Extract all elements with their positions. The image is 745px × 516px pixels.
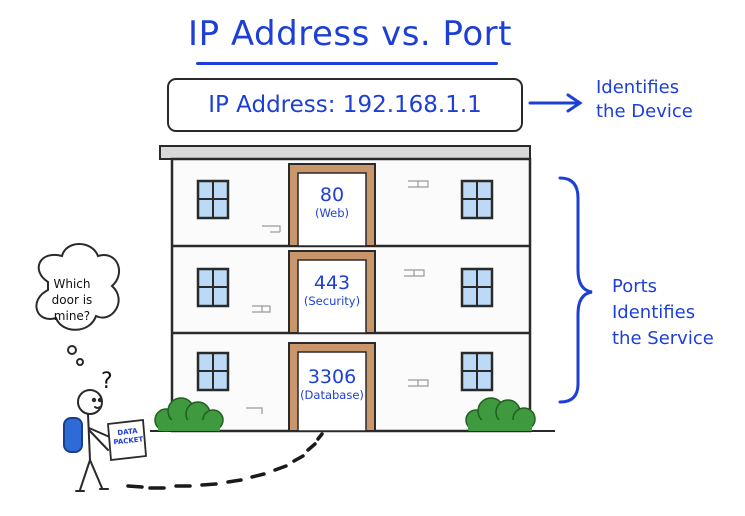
page-title: IP Address vs. Port xyxy=(188,14,512,54)
window-left-1 xyxy=(196,179,230,220)
question-mark: ? xyxy=(101,369,113,394)
ports-note: Ports Identifies the Service xyxy=(612,274,714,352)
ip-arrow xyxy=(528,93,583,113)
window-left-3 xyxy=(196,351,230,392)
door-2-port: 443 xyxy=(313,272,351,294)
door-3-label: 3306 (Database) xyxy=(298,366,366,403)
thought-bubble xyxy=(35,243,121,366)
device-note-line2: the Device xyxy=(596,101,693,122)
door-3-port: 3306 xyxy=(307,366,357,388)
door-2-service: (Security) xyxy=(303,294,361,308)
ip-address-label: IP Address: 192.168.1.1 xyxy=(208,92,482,118)
ports-brace xyxy=(558,176,593,404)
thought-line3: mine? xyxy=(53,309,91,323)
window-right-2 xyxy=(460,267,494,308)
window-left-2 xyxy=(196,267,230,308)
footstep-path xyxy=(126,432,324,490)
ports-note-line1: Ports xyxy=(612,276,658,297)
door-2-label: 443 (Security) xyxy=(298,272,366,309)
ip-address-box: IP Address: 192.168.1.1 xyxy=(167,78,523,132)
bush-right xyxy=(465,397,536,431)
device-note-line1: Identifies xyxy=(596,77,680,98)
door-1-label: 80 (Web) xyxy=(298,184,366,221)
data-packet-label: DATA PACKET xyxy=(110,426,146,447)
ports-note-line3: the Service xyxy=(612,328,714,349)
door-2 xyxy=(288,250,376,334)
door-3-service: (Database) xyxy=(300,388,364,402)
thought-text: Which door is mine? xyxy=(36,276,108,324)
bush-left xyxy=(154,397,224,432)
device-note: Identifies the Device xyxy=(596,76,693,124)
window-right-1 xyxy=(460,179,494,220)
thought-line2: door is xyxy=(51,293,93,307)
ports-note-line2: Identifies xyxy=(612,302,696,323)
brick-marks xyxy=(246,180,429,414)
door-3 xyxy=(288,342,376,432)
person-figure xyxy=(63,389,113,492)
thought-line1: Which xyxy=(53,277,91,291)
data-packet-sign xyxy=(107,419,147,461)
title-underline xyxy=(196,62,498,65)
door-1-port: 80 xyxy=(319,184,345,206)
door-1 xyxy=(288,163,376,247)
building-roof xyxy=(159,145,531,160)
door-1-service: (Web) xyxy=(314,206,350,220)
window-right-3 xyxy=(460,351,494,392)
